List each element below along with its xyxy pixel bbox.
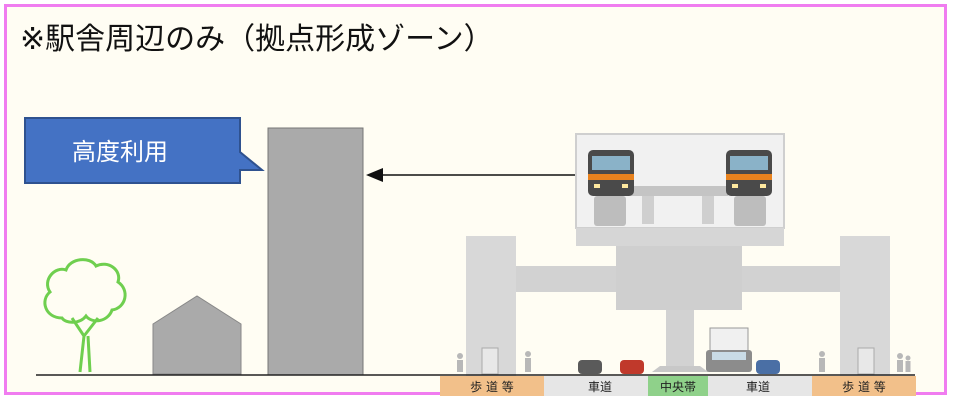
- train-right-icon: [726, 150, 772, 196]
- zone-label-median: 中央帯: [660, 379, 696, 394]
- arrow-left-icon: [366, 168, 580, 182]
- zone-label-sidewalk-left: 歩 道 等: [470, 379, 514, 394]
- callout: 高度利用: [24, 117, 265, 184]
- tree-icon: [43, 258, 127, 373]
- callout-label: 高度利用: [72, 138, 168, 166]
- house-icon: [152, 295, 242, 375]
- zone-bands: [440, 376, 916, 396]
- zone-label-road-right: 車道: [746, 380, 770, 394]
- zone-label-sidewalk-right: 歩 道 等: [842, 379, 886, 394]
- page-title: ※駅舎周辺のみ（拠点形成ゾーン）: [20, 22, 494, 57]
- elevated-station: [466, 133, 890, 376]
- zone-label-road-left: 車道: [588, 380, 612, 394]
- pedestrian-icon: [457, 351, 911, 372]
- train-left-icon: [588, 150, 634, 196]
- car-icon: [578, 360, 780, 374]
- truck-icon: [706, 327, 752, 372]
- tall-building: [267, 127, 364, 376]
